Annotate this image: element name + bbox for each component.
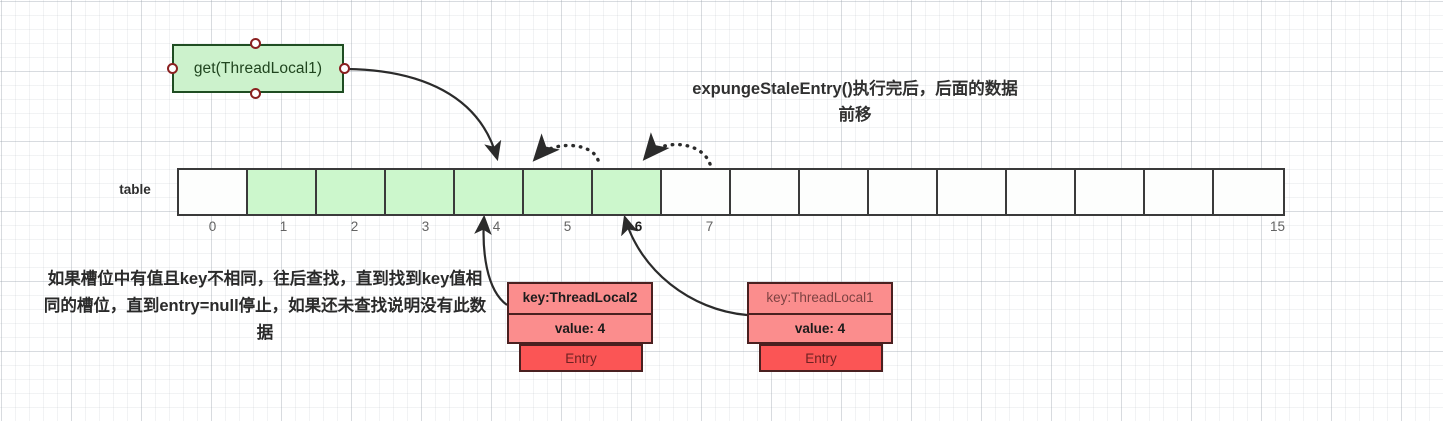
table-slot-5[interactable] <box>524 170 593 214</box>
table-index-label: 1 <box>279 219 288 234</box>
connection-handle-left-icon[interactable] <box>167 63 178 74</box>
table-index-label: 5 <box>563 219 572 234</box>
lookup-note-text: 如果槽位中有值且key不相同，往后查找，直到找到key值相同的槽位，直到entr… <box>43 270 487 342</box>
table-slot-0[interactable] <box>179 170 248 214</box>
table-index-label <box>1100 217 1171 237</box>
table-index-label <box>1029 217 1100 237</box>
table-slot-8[interactable] <box>731 170 800 214</box>
entry-box[interactable]: key:ThreadLocal1 value: 4 Entry <box>747 282 893 372</box>
entry-value: value: 4 <box>747 313 893 344</box>
table-index-label <box>745 217 816 237</box>
table-slot-14[interactable] <box>1145 170 1214 214</box>
table-slot-7[interactable] <box>662 170 731 214</box>
table-slot-4[interactable] <box>455 170 524 214</box>
entry-footer: Entry <box>519 344 643 372</box>
table-slot-3[interactable] <box>386 170 455 214</box>
arrow-get-to-slot4 <box>346 67 502 162</box>
table-index-label: 7 <box>705 219 714 234</box>
table-index-label: 0 <box>208 219 217 234</box>
entry-key: key:ThreadLocal1 <box>747 282 893 313</box>
table-slot-10[interactable] <box>869 170 938 214</box>
table-index-labels: 0 1 2 3 4 5 6 7 15 <box>177 217 1313 237</box>
table-slot-15[interactable] <box>1214 170 1283 214</box>
table-index-label <box>816 217 887 237</box>
table-index-label: 15 <box>1269 219 1286 234</box>
table-slot-2[interactable] <box>317 170 386 214</box>
connection-handle-top-icon[interactable] <box>250 38 261 49</box>
get-call-label: get(ThreadLocal1) <box>193 59 323 77</box>
table-slots <box>177 168 1285 216</box>
connection-handle-bottom-icon[interactable] <box>250 88 261 99</box>
table-index-label: 2 <box>350 219 359 234</box>
diagram-title: expungeStaleEntry()执行完后，后面的数据前移 <box>692 80 1018 124</box>
table-slot-1[interactable] <box>248 170 317 214</box>
get-call-box[interactable]: get(ThreadLocal1) <box>172 44 344 93</box>
table-slot-11[interactable] <box>938 170 1007 214</box>
table-index-label: 6 <box>634 219 643 234</box>
table-slot-13[interactable] <box>1076 170 1145 214</box>
table-slot-12[interactable] <box>1007 170 1076 214</box>
connection-handle-right-icon[interactable] <box>339 63 350 74</box>
table-index-label: 4 <box>492 219 501 234</box>
entry-box[interactable]: key:ThreadLocal2 value: 4 Entry <box>507 282 653 372</box>
entry-footer: Entry <box>759 344 883 372</box>
table-index-label: 3 <box>421 219 430 234</box>
table-index-label <box>958 217 1029 237</box>
entry-value: value: 4 <box>507 313 653 344</box>
table-label: table <box>119 182 151 197</box>
table-slot-9[interactable] <box>800 170 869 214</box>
arrow-shift-7-to-6 <box>642 132 712 166</box>
table-index-label <box>887 217 958 237</box>
entry-key: key:ThreadLocal2 <box>507 282 653 313</box>
table-index-label <box>1171 217 1242 237</box>
arrow-shift-6-to-5 <box>532 133 600 162</box>
table-slot-6[interactable] <box>593 170 662 214</box>
